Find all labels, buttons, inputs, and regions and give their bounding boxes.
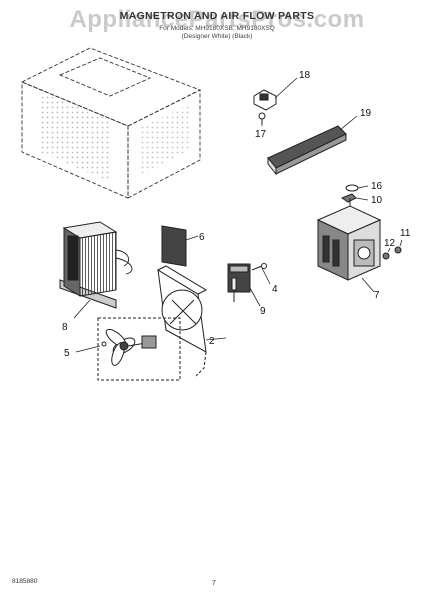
callout-8: 8 (62, 322, 68, 333)
page-number: 7 (212, 580, 216, 587)
callout-9: 9 (260, 306, 266, 317)
callout-12: 12 (384, 238, 396, 249)
finish-line: (Designer White) (Black) (181, 33, 253, 40)
callout-17: 17 (255, 129, 267, 140)
callout-5: 5 (64, 348, 70, 359)
page-title: MAGNETRON AND AIR FLOW PARTS (119, 10, 315, 22)
part-18-thermal-cutoff (253, 77, 298, 111)
part-2-fan-shroud (156, 265, 227, 377)
callout-6: 6 (199, 232, 205, 243)
part-16-thermal-protector (345, 184, 369, 192)
part-11-nut (394, 239, 403, 254)
cavity-vents (40, 92, 190, 182)
part-9-fan-motor (227, 263, 261, 307)
part-5-fan-blade (75, 317, 181, 381)
part-17-screw (258, 112, 266, 126)
model-line: For Models: MH9180XSB, MH9180XSQ (159, 25, 275, 32)
part-4-screw (251, 263, 271, 285)
callout-4: 4 (272, 284, 278, 295)
callout-2: 2 (209, 336, 215, 347)
callout-labels: 18 17 19 16 10 12 11 7 6 4 9 8 5 2 (62, 70, 411, 359)
part-6-pad (161, 225, 199, 267)
callout-19: 19 (360, 108, 372, 119)
part-8-transformer (59, 221, 133, 319)
part-19-air-duct (267, 115, 358, 176)
callout-11: 11 (400, 228, 411, 239)
part-10-screw (340, 193, 369, 203)
watermark: AppliancePartsPros.com (69, 6, 365, 33)
callout-16: 16 (371, 181, 383, 192)
document-code: 8185880 (12, 578, 38, 585)
oven-cavity (20, 47, 202, 199)
callout-18: 18 (299, 70, 311, 81)
callout-7: 7 (374, 290, 380, 301)
callout-10: 10 (371, 195, 383, 206)
part-7-magnetron (316, 198, 382, 293)
part-12-nut (382, 247, 391, 260)
